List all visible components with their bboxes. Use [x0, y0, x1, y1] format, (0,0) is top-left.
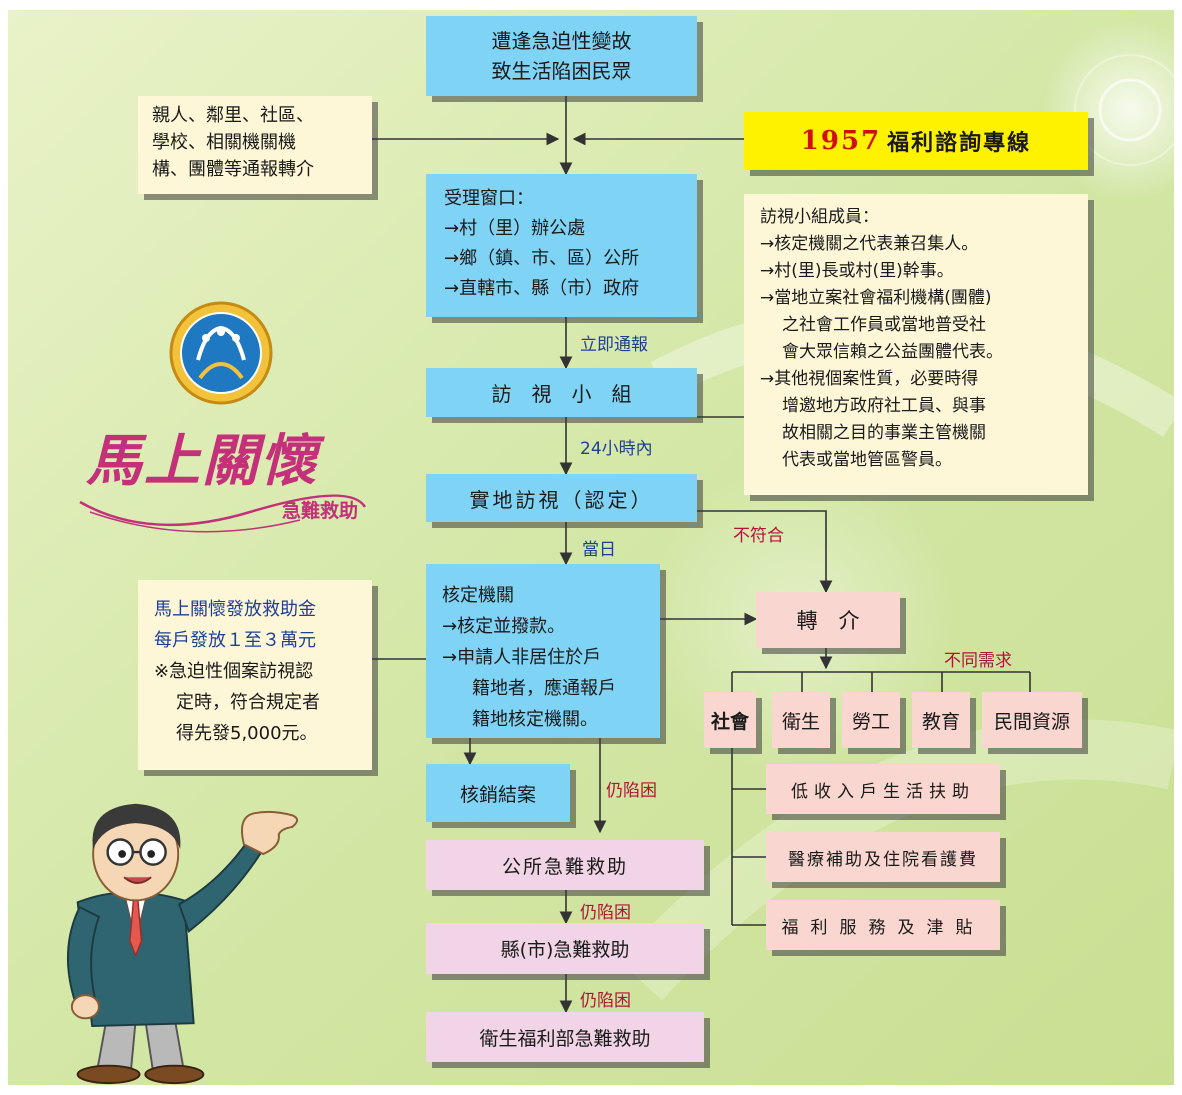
- category-social: 社會: [704, 692, 756, 748]
- members-line2: →村(里)長或村(里)幹事。: [760, 261, 954, 281]
- hotline-box: 1957 福利諮詢專線: [744, 112, 1088, 170]
- county-relief-label: 縣(市)急難救助: [500, 939, 630, 961]
- agency-title: 核定機關: [442, 585, 514, 606]
- relief-line2: 每戶發放１至３萬元: [154, 630, 316, 651]
- logo-subtitle: 急難救助: [282, 500, 359, 522]
- mohw-relief-box: 衛生福利部急難救助: [426, 1012, 704, 1062]
- county-relief-box: 縣(市)急難救助: [426, 923, 704, 974]
- visit-team-box: 訪 視 小 組: [426, 368, 697, 417]
- start-line1: 遭逢急迫性變故: [491, 29, 632, 53]
- referral-label: 轉 介: [796, 609, 860, 633]
- mohw-relief-label: 衛生福利部急難救助: [479, 1027, 651, 1050]
- members-line5: 會大眾信賴之公益團體代表。: [782, 342, 1003, 362]
- members-line4: 之社會工作員或當地普受社: [782, 315, 986, 335]
- township-relief-label: 公所急難救助: [501, 855, 628, 878]
- label-different-needs: 不同需求: [944, 651, 1012, 671]
- cartoon-presenter-illustration: [66, 803, 299, 1085]
- affected-people-box: 遭逢急迫性變故 致生活陷困民眾: [426, 16, 697, 96]
- program-logo: 馬上關懷 急難救助: [70, 412, 370, 542]
- referral-sources-box: 親人、鄰里、社區、 學校、相關機關機 構、團體等通報轉介: [138, 96, 372, 194]
- start-line2: 致生活陷困民眾: [491, 59, 632, 83]
- category-education: 教育: [912, 692, 970, 748]
- category-health: 衛生: [772, 692, 830, 748]
- members-line1: →核定機關之代表兼召集人。: [760, 234, 979, 254]
- intake-title: 受理窗口：: [444, 188, 534, 209]
- label-within-24-hours: 24小時內: [580, 439, 653, 459]
- intake-item-township: →鄉（鎮、市、區）公所: [444, 248, 640, 269]
- label-still-difficult-3: 仍陷困: [580, 991, 631, 1011]
- agency-line2: →申請人非居住於戶: [442, 647, 602, 668]
- approving-agency-box: 核定機關 →核定並撥款。 →申請人非居住於戶 籍地者，應通報戶 籍地核定機關。: [426, 564, 660, 738]
- category-civil-resources: 民間資源: [982, 692, 1082, 748]
- relief-line4: 定時，符合規定者: [176, 692, 320, 713]
- logo-swoosh: [79, 494, 367, 533]
- township-relief-box: 公所急難救助: [426, 840, 704, 890]
- members-title: 訪視小組成員：: [760, 207, 879, 227]
- category-health-label: 衛生: [781, 710, 820, 733]
- label-still-difficult-2: 仍陷困: [580, 903, 631, 923]
- category-labor: 勞工: [842, 692, 900, 748]
- hotline-number: 1957: [800, 126, 882, 156]
- referral-line1: 親人、鄰里、社區、: [152, 105, 314, 126]
- label-same-day: 當日: [582, 540, 616, 560]
- category-labor-label: 勞工: [851, 710, 890, 733]
- members-line6: →其他視個案性質，必要時得: [760, 369, 979, 389]
- logo-title: 馬上關懷: [86, 428, 318, 494]
- relief-line5: 得先發5,000元。: [176, 723, 318, 744]
- intake-item-city: →直轄市、縣（市）政府: [444, 278, 640, 299]
- label-still-difficult-1: 仍陷困: [606, 781, 657, 801]
- hotline-text: 福利諮詢專線: [887, 131, 1032, 156]
- members-line8: 故相關之目的事業主管機關: [782, 423, 986, 443]
- visit-team-members-box: 訪視小組成員： →核定機關之代表兼召集人。 →村(里)長或村(里)幹事。 →當地…: [744, 194, 1088, 495]
- ministry-emblem: [169, 301, 273, 405]
- relief-amount-box: 馬上關懷發放救助金 每戶發放１至３萬元 ※急迫性個案訪視認 定時，符合規定者 得…: [138, 580, 372, 770]
- service-low-income: 低收入戶生活扶助: [766, 764, 1000, 814]
- members-line3: →當地立案社會福利機構(團體): [760, 288, 992, 308]
- agency-line1: →核定並撥款。: [442, 616, 566, 637]
- onsite-visit-box: 實地訪視（認定）: [426, 474, 697, 522]
- label-immediate-report: 立即通報: [580, 335, 648, 355]
- service-low-income-label: 低收入戶生活扶助: [791, 781, 975, 802]
- label-not-eligible: 不符合: [733, 526, 784, 546]
- members-line9: 代表或當地管區警員。: [782, 450, 952, 470]
- members-line7: 增邀地方政府社工員、與事: [782, 396, 986, 416]
- service-medical-label: 醫療補助及住院看護費: [788, 849, 978, 870]
- referral-line2: 學校、相關機關機: [152, 132, 296, 153]
- agency-line3: 籍地者，應通報戶: [472, 678, 616, 699]
- category-education-label: 教育: [921, 710, 960, 733]
- onsite-visit-label: 實地訪視（認定）: [469, 487, 654, 512]
- intake-window-box: 受理窗口： →村（里）辦公處 →鄉（鎮、市、區）公所 →直轄市、縣（市）政府: [426, 174, 697, 317]
- service-welfare-label: 福利服務及津貼: [781, 917, 985, 938]
- relief-line3: ※急迫性個案訪視認: [154, 661, 314, 682]
- service-medical: 醫療補助及住院看護費: [766, 832, 1000, 882]
- service-welfare: 福利服務及津貼: [766, 900, 1000, 950]
- agency-line4: 籍地核定機關。: [472, 709, 598, 730]
- close-case-box: 核銷結案: [426, 764, 570, 822]
- category-civil-resources-label: 民間資源: [993, 710, 1070, 733]
- relief-line1: 馬上關懷發放救助金: [154, 599, 316, 620]
- referral-line3: 構、團體等通報轉介: [152, 159, 314, 180]
- intake-item-village: →村（里）辦公處: [444, 218, 586, 239]
- close-case-label: 核銷結案: [459, 783, 536, 806]
- category-social-label: 社會: [710, 710, 749, 733]
- referral-box: 轉 介: [756, 592, 900, 648]
- visit-team-label: 訪 視 小 組: [491, 382, 632, 406]
